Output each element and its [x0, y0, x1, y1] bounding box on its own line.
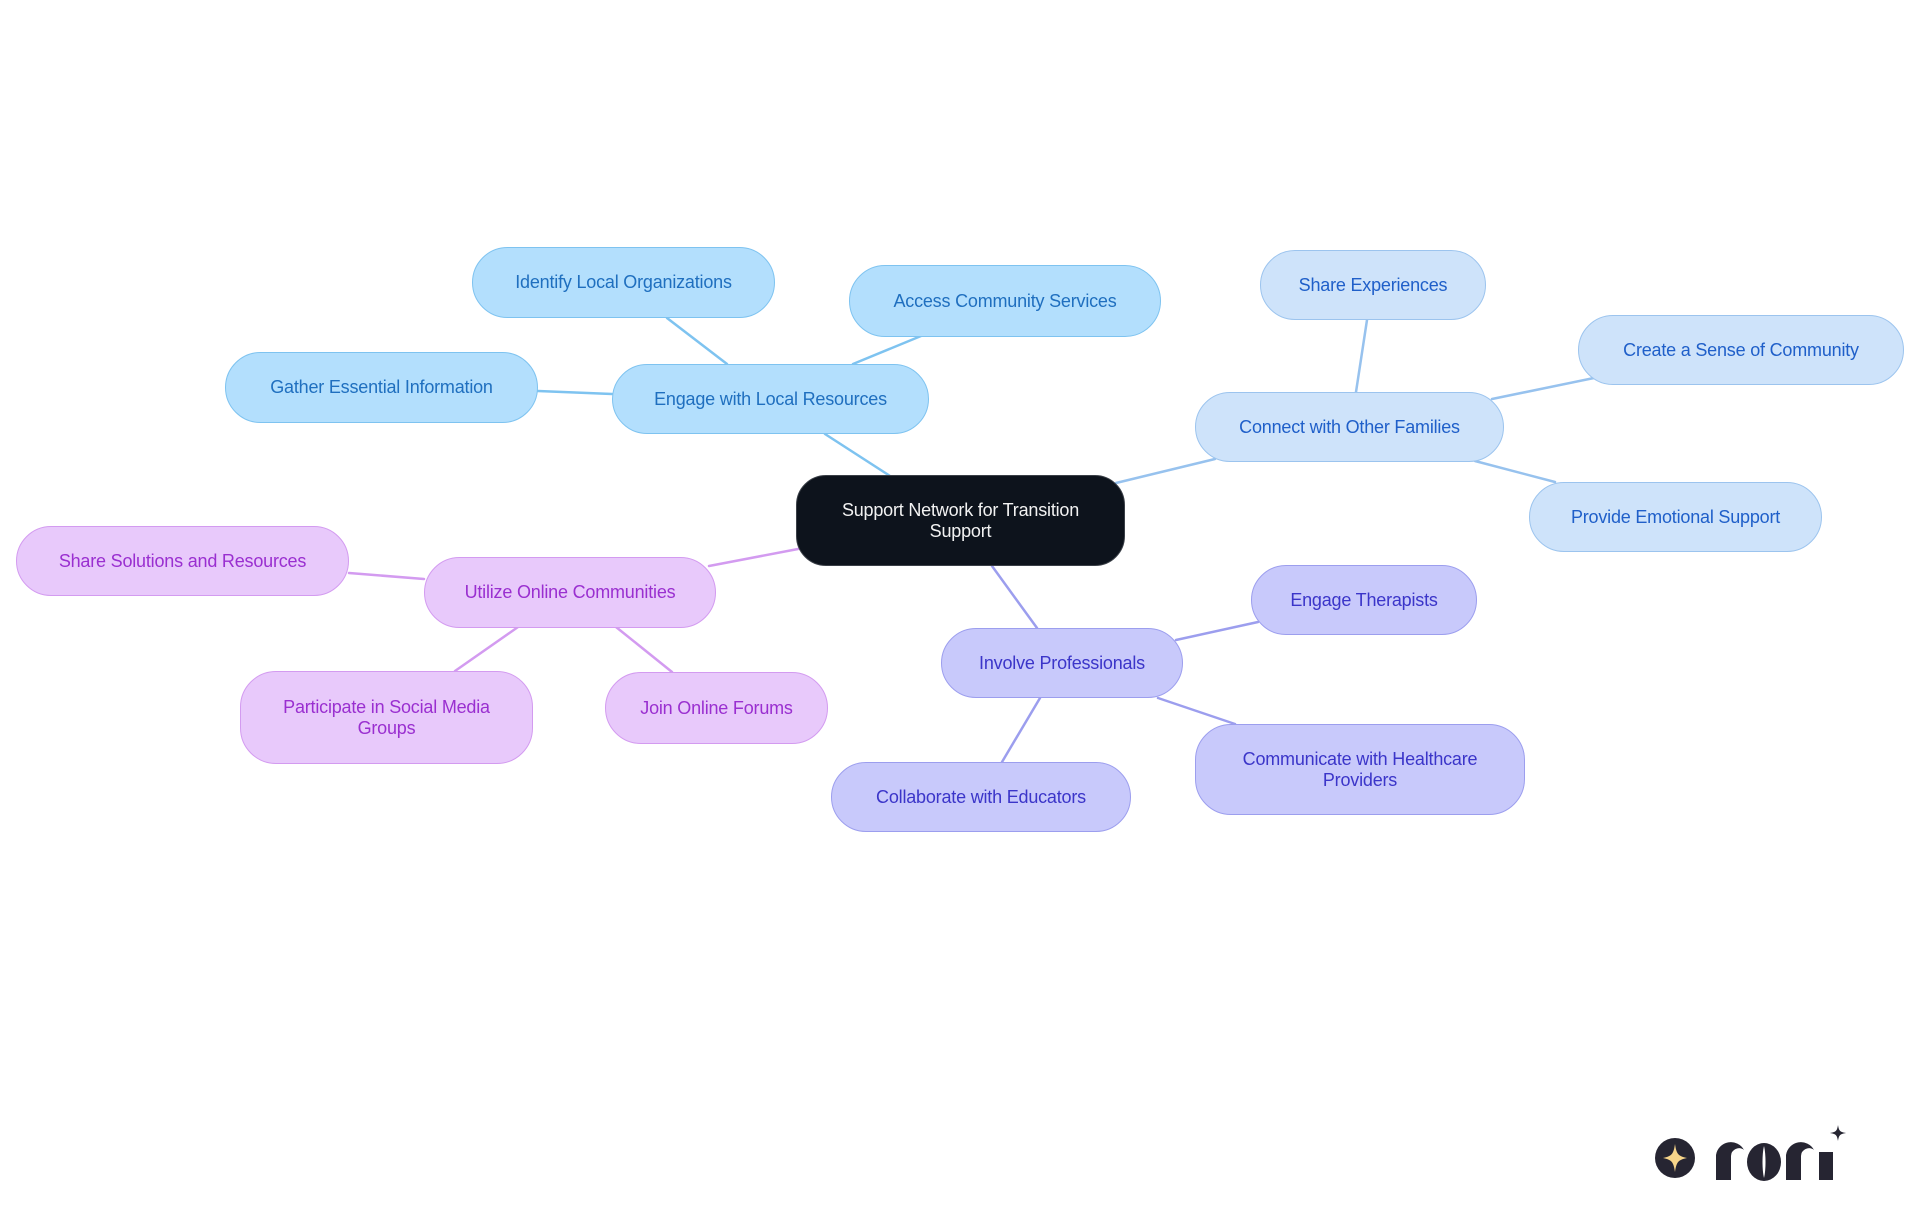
- node-label: Involve Professionals: [979, 652, 1145, 673]
- rori-logo-icon: [1655, 1125, 1846, 1181]
- node-label: Share Solutions and Resources: [58, 550, 307, 571]
- leaf-node-share-experiences[interactable]: Share Experiences: [1260, 250, 1486, 320]
- branch-node-involve-professionals[interactable]: Involve Professionals: [941, 628, 1183, 698]
- branch-node-connect-families[interactable]: Connect with Other Families: [1195, 392, 1504, 462]
- node-label: Communicate with Healthcare Providers: [1242, 748, 1478, 790]
- edge-family-create: [1490, 376, 1596, 401]
- edge-root-pro: [990, 564, 1039, 630]
- edge-root-family: [1114, 457, 1217, 485]
- edge-local-identify: [665, 316, 729, 366]
- node-label: Engage with Local Resources: [654, 388, 887, 409]
- edge-family-provide: [1473, 459, 1557, 484]
- node-label: Access Community Services: [893, 290, 1117, 311]
- node-label: Share Experiences: [1298, 274, 1448, 295]
- leaf-node-join-online-forums[interactable]: Join Online Forums: [605, 672, 828, 744]
- edge-online-sharesol: [347, 571, 426, 581]
- edge-root-online: [707, 547, 800, 568]
- node-label: Identify Local Organizations: [515, 272, 732, 292]
- node-label: Participate in Social Media Groups: [283, 696, 490, 738]
- branch-node-local-resources[interactable]: Engage with Local Resources: [612, 364, 929, 434]
- leaf-node-provide-emotional-support[interactable]: Provide Emotional Support: [1529, 482, 1822, 552]
- leaf-node-identify-local-organizations[interactable]: Identify Local Organizations: [472, 247, 775, 318]
- edge-pro-communicate: [1156, 696, 1237, 726]
- leaf-node-communicate-healthcare[interactable]: Communicate with Healthcare Providers: [1195, 724, 1525, 815]
- node-label: Gather Essential Information: [270, 377, 493, 397]
- edge-local-gather: [536, 389, 614, 396]
- root-node[interactable]: Support Network for Transition Support: [796, 475, 1125, 566]
- node-label: Utilize Online Communities: [464, 582, 676, 602]
- node-label: Provide Emotional Support: [1570, 506, 1781, 527]
- edge-root-local: [823, 432, 892, 478]
- leaf-node-engage-therapists[interactable]: Engage Therapists: [1251, 565, 1477, 635]
- node-label: Create a Sense of Community: [1623, 339, 1859, 360]
- edge-local-access: [851, 334, 923, 366]
- leaf-node-create-sense-of-community[interactable]: Create a Sense of Community: [1578, 315, 1904, 385]
- root-node-label: Support Network for Transition Support: [841, 499, 1080, 541]
- leaf-node-share-solutions-resources[interactable]: Share Solutions and Resources: [16, 526, 349, 596]
- edge-online-participate: [453, 625, 520, 673]
- edge-family-share: [1354, 318, 1369, 394]
- node-label: Collaborate with Educators: [876, 786, 1086, 807]
- edge-pro-collaborate: [1000, 696, 1042, 764]
- brand-logo: [1652, 1122, 1852, 1184]
- node-label: Engage Therapists: [1290, 589, 1438, 610]
- leaf-node-gather-essential-information[interactable]: Gather Essential Information: [225, 352, 538, 423]
- node-label: Connect with Other Families: [1239, 416, 1460, 437]
- leaf-node-social-media-groups[interactable]: Participate in Social Media Groups: [240, 671, 533, 764]
- node-label: Join Online Forums: [640, 697, 793, 718]
- branch-node-online-communities[interactable]: Utilize Online Communities: [424, 557, 716, 628]
- edge-pro-therapists: [1174, 620, 1260, 642]
- leaf-node-access-community-services[interactable]: Access Community Services: [849, 265, 1161, 337]
- edge-online-join: [614, 625, 674, 674]
- leaf-node-collaborate-educators[interactable]: Collaborate with Educators: [831, 762, 1131, 832]
